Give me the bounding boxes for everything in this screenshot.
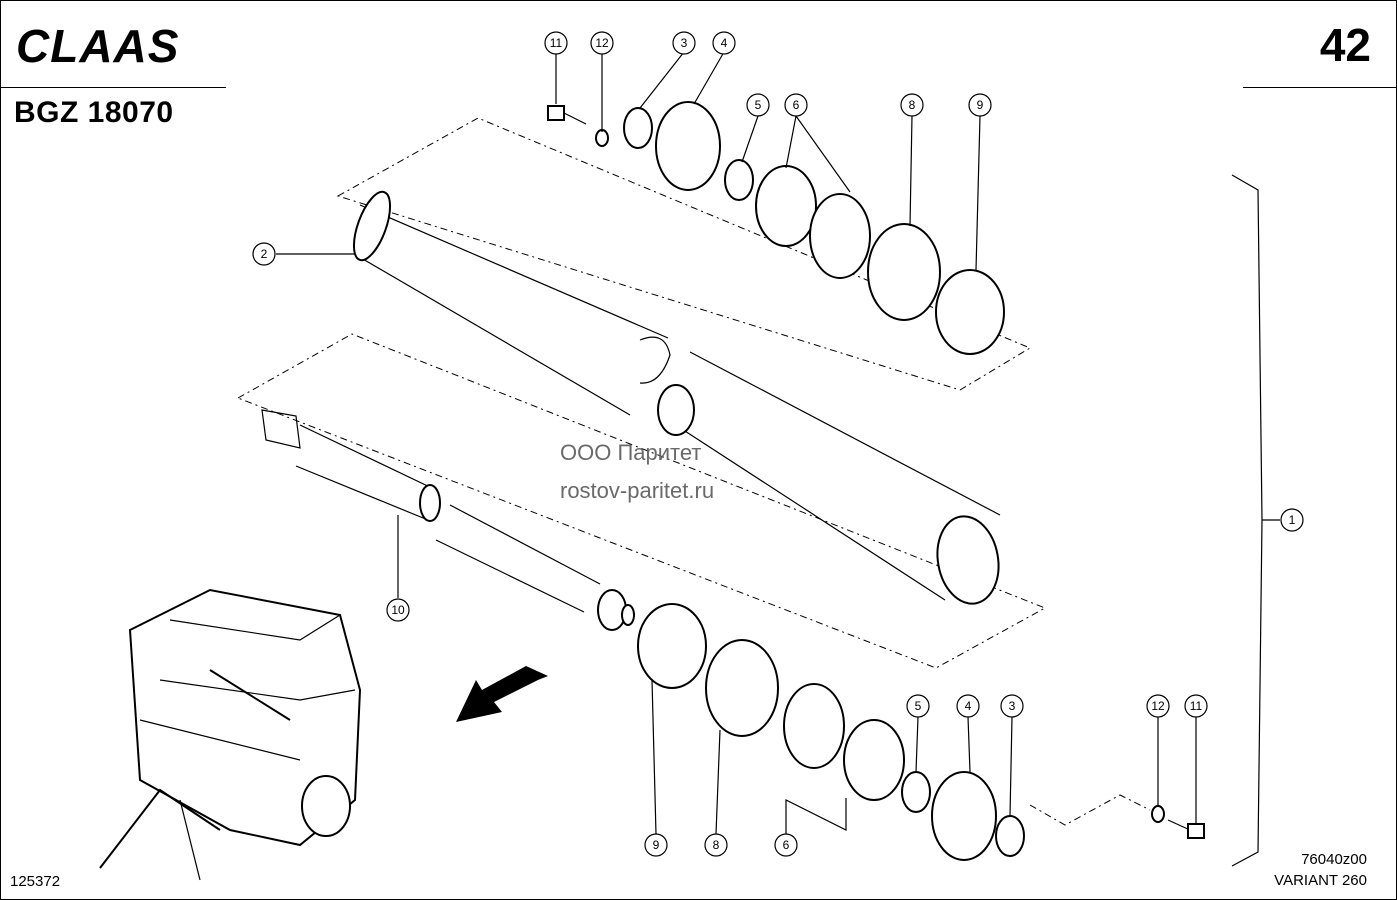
callout-11-bottom: 11 bbox=[1184, 694, 1208, 718]
shaft-part bbox=[261, 409, 635, 631]
callout-4-bottom: 4 bbox=[956, 694, 980, 718]
svg-text:9: 9 bbox=[977, 98, 984, 112]
callout-5-top: 5 bbox=[746, 93, 770, 117]
callout-3-bottom: 3 bbox=[1000, 694, 1024, 718]
seal-bottom-a bbox=[783, 683, 845, 769]
lower-assembly-box bbox=[236, 333, 1047, 669]
bearing-bottom bbox=[705, 639, 779, 737]
svg-text:12: 12 bbox=[595, 36, 609, 50]
svg-text:8: 8 bbox=[713, 838, 720, 852]
callout-6-bottom: 6 bbox=[774, 833, 798, 857]
baler-illustration bbox=[99, 588, 362, 881]
circlip-top bbox=[724, 159, 754, 201]
direction-arrow bbox=[456, 666, 548, 722]
flange-top bbox=[655, 101, 721, 191]
callout-8-top: 8 bbox=[900, 93, 924, 117]
callout-9-bottom: 9 bbox=[644, 833, 668, 857]
seal-top-a bbox=[755, 165, 817, 247]
svg-text:4: 4 bbox=[965, 699, 972, 713]
callout-4-top: 4 bbox=[712, 31, 736, 55]
upper-assembly-box bbox=[336, 117, 1032, 391]
claas-logo: CLAAS bbox=[14, 20, 234, 72]
retaining-ring-bottom bbox=[995, 815, 1025, 857]
assembly-bracket bbox=[1231, 174, 1263, 867]
callout-9-top: 9 bbox=[968, 93, 992, 117]
svg-text:5: 5 bbox=[755, 98, 762, 112]
svg-text:2: 2 bbox=[261, 247, 268, 261]
washer-bottom bbox=[1151, 805, 1165, 823]
svg-text:4: 4 bbox=[721, 36, 728, 50]
svg-text:1: 1 bbox=[1289, 513, 1296, 527]
callout-2: 2 bbox=[252, 242, 276, 266]
svg-text:10: 10 bbox=[391, 603, 405, 617]
washer-top bbox=[595, 129, 609, 147]
circlip-bottom bbox=[901, 771, 931, 813]
bolt-bottom bbox=[1167, 819, 1205, 839]
svg-text:11: 11 bbox=[550, 36, 563, 50]
drawing-reference: 76040z00 bbox=[1301, 851, 1367, 868]
svg-text:3: 3 bbox=[1009, 699, 1016, 713]
lock-ring-bottom bbox=[637, 603, 707, 689]
retaining-ring-top bbox=[623, 107, 653, 149]
callout-11-top: 11 bbox=[544, 31, 568, 55]
svg-text:CLAAS: CLAAS bbox=[16, 22, 179, 70]
header-rule-right bbox=[1243, 87, 1396, 88]
svg-text:6: 6 bbox=[783, 838, 790, 852]
model-name: VARIANT 260 bbox=[1274, 872, 1367, 889]
assembly-code: BGZ 18070 bbox=[14, 96, 174, 129]
callout-12-top: 12 bbox=[590, 31, 614, 55]
page-number: 42 bbox=[1319, 19, 1371, 71]
callout-1: 1 bbox=[1280, 508, 1304, 532]
svg-text:12: 12 bbox=[1151, 699, 1165, 713]
svg-text:3: 3 bbox=[681, 36, 688, 50]
svg-text:5: 5 bbox=[915, 699, 922, 713]
callout-12-bottom: 12 bbox=[1146, 694, 1170, 718]
callout-6-top: 6 bbox=[784, 93, 808, 117]
svg-text:11: 11 bbox=[1190, 699, 1203, 713]
lock-ring-top bbox=[935, 269, 1005, 355]
svg-text:8: 8 bbox=[909, 98, 916, 112]
watermark-site: rostov-paritet.ru bbox=[560, 478, 715, 503]
bolt-top bbox=[547, 105, 587, 125]
callout-3-top: 3 bbox=[672, 31, 696, 55]
svg-text:6: 6 bbox=[793, 98, 800, 112]
outer-tube-part bbox=[352, 190, 1001, 605]
watermark-company: ООО Паритет bbox=[560, 440, 702, 465]
figure-number: 125372 bbox=[10, 873, 61, 890]
callout-10: 10 bbox=[386, 598, 410, 622]
flange-bottom bbox=[931, 771, 997, 861]
callout-5-bottom: 5 bbox=[906, 694, 930, 718]
svg-text:9: 9 bbox=[653, 838, 660, 852]
seal-bottom-b bbox=[843, 719, 905, 801]
seal-top-b bbox=[809, 193, 871, 279]
callout-8-bottom: 8 bbox=[704, 833, 728, 857]
bearing-top bbox=[867, 223, 941, 321]
bolt-connector-line bbox=[1029, 794, 1151, 826]
header-rule-left bbox=[0, 87, 226, 88]
